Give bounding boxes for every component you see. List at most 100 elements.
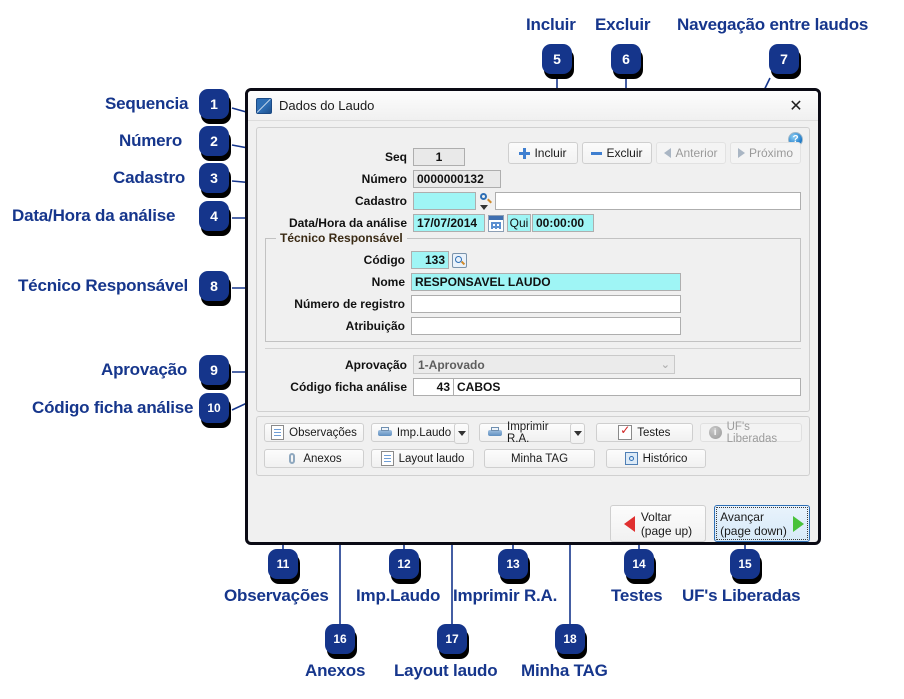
app-icon [256, 97, 272, 114]
voltar-label: Voltar [640, 509, 672, 524]
nome-label: Nome [371, 275, 405, 289]
actions-row-2: Anexos Layout laudo Minha TAG Histórico [264, 449, 802, 468]
imprimir-ra-button[interactable]: Imprimir R.A. [479, 421, 574, 445]
codigo-label: Código [363, 253, 405, 267]
callout-badge-1: 1 [199, 89, 229, 119]
callout-badge-12: 12 [389, 549, 419, 579]
cadastro-field[interactable] [413, 192, 476, 210]
actions-panel: Observações Imp.Laudo Imprimir R.A. [256, 416, 810, 476]
callout-label-9: Aprovação [101, 360, 188, 379]
arrow-left-icon [664, 148, 672, 158]
layout-laudo-label: Layout laudo [398, 452, 465, 465]
observacoes-label: Observações [289, 426, 357, 439]
numero-registro-label: Número de registro [294, 297, 405, 311]
callout-label-8: Técnico Responsável [18, 276, 189, 295]
numero-registro-field[interactable] [411, 295, 681, 313]
codigo-ficha-label: Código ficha análise [290, 380, 407, 394]
proximo-button[interactable]: Próximo [729, 142, 801, 164]
observacoes-button[interactable]: Observações [264, 423, 364, 442]
anterior-button[interactable]: Anterior [655, 142, 726, 164]
dialog-title: Dados do Laudo [279, 98, 375, 113]
callout-label-6: Excluir [595, 15, 651, 34]
cadastro-description-field[interactable] [495, 192, 801, 210]
seq-field[interactable]: 1 [413, 148, 465, 166]
aprovacao-select[interactable]: 1-Aprovado ⌄ [413, 355, 675, 374]
callout-label-2: Número [119, 131, 183, 150]
plus-icon [519, 147, 531, 159]
callout-label-15: UF's Liberadas [682, 586, 801, 605]
numero-field[interactable]: 0000000132 [413, 170, 501, 188]
document-icon [380, 451, 394, 466]
callout-badge-14: 14 [624, 549, 654, 579]
callout-badge-11: 11 [268, 549, 298, 579]
testes-label: Testes [637, 426, 671, 439]
callout-label-14: Testes [611, 586, 663, 605]
nome-field[interactable]: RESPONSAVEL LAUDO [411, 273, 681, 291]
dialog-titlebar[interactable]: Dados do Laudo ✕ [248, 91, 818, 121]
dialog-body: ? Incluir Excluir Anterior Próximo [248, 121, 818, 542]
arrow-right-icon [737, 148, 745, 158]
incluir-label: Incluir [534, 146, 567, 160]
calendar-icon[interactable] [488, 214, 504, 232]
excluir-button[interactable]: Excluir [581, 142, 652, 164]
hora-field[interactable]: 00:00:00 [532, 214, 594, 232]
atribuicao-field[interactable] [411, 317, 681, 335]
search-icon[interactable] [479, 192, 492, 205]
data-field[interactable]: 17/07/2014 [413, 214, 485, 232]
callout-badge-15: 15 [730, 549, 760, 579]
chevron-down-icon [457, 431, 466, 436]
info-icon: i [708, 426, 722, 439]
main-panel: ? Incluir Excluir Anterior Próximo [256, 127, 810, 412]
callout-badge-7: 7 [769, 44, 799, 74]
aprovacao-label: Aprovação [344, 357, 407, 372]
codigo-ficha-desc[interactable]: CABOS [454, 378, 801, 396]
codigo-field[interactable]: 133 [411, 251, 449, 269]
lookup-icon[interactable] [452, 252, 467, 268]
numero-label: Número [361, 172, 407, 186]
voltar-hint: (page up) [640, 523, 693, 538]
aprovacao-value: 1-Aprovado [418, 357, 485, 372]
callout-label-12: Imp.Laudo [356, 586, 441, 605]
callout-badge-16: 16 [325, 624, 355, 654]
testes-button[interactable]: Testes [596, 423, 693, 442]
callout-label-3: Cadastro [113, 168, 186, 187]
imprimir-ra-dropdown[interactable] [570, 423, 585, 444]
imp-laudo-button[interactable]: Imp.Laudo [371, 423, 458, 442]
historico-button[interactable]: Histórico [606, 449, 706, 468]
callout-badge-9: 9 [199, 355, 229, 385]
anexos-button[interactable]: Anexos [264, 449, 364, 468]
callout-badge-17: 17 [437, 624, 467, 654]
cadastro-label: Cadastro [354, 194, 407, 208]
minha-tag-button[interactable]: Minha TAG [484, 449, 595, 468]
printer-icon [488, 427, 502, 438]
chevron-down-icon[interactable] [480, 205, 488, 210]
weekday-field: Qui [507, 214, 531, 232]
record-toolbar: Incluir Excluir Anterior Próximo [507, 142, 801, 164]
arrow-left-red-icon [623, 515, 635, 532]
actions-row-1: Observações Imp.Laudo Imprimir R.A. [264, 420, 802, 445]
chevron-down-icon: ⌄ [660, 359, 670, 371]
callout-label-1: Sequencia [105, 94, 189, 113]
voltar-button[interactable]: Voltar (page up) [610, 505, 706, 542]
imp-laudo-dropdown[interactable] [454, 423, 469, 444]
callout-label-10: Código ficha análise [32, 398, 194, 417]
anexos-label: Anexos [303, 452, 342, 465]
history-icon [624, 452, 638, 465]
chevron-down-icon [573, 431, 582, 436]
callout-label-18: Minha TAG [521, 661, 608, 680]
incluir-button[interactable]: Incluir [507, 142, 578, 164]
dialog-footer: Voltar (page up) Avançar (page down) [610, 505, 810, 542]
callout-badge-3: 3 [199, 163, 229, 193]
callout-badge-4: 4 [199, 201, 229, 231]
ufs-liberadas-label: UF's Liberadas [726, 420, 778, 445]
ufs-liberadas-button[interactable]: i UF's Liberadas [699, 420, 802, 445]
callout-label-4: Data/Hora da análise [12, 206, 176, 225]
tecnico-responsavel-group: Técnico Responsável Código 133 Nome RESP… [265, 231, 801, 342]
close-icon[interactable]: ✕ [789, 97, 803, 115]
codigo-ficha-field[interactable]: 43 [413, 378, 454, 396]
proximo-label: Próximo [748, 146, 793, 160]
divider [265, 348, 801, 349]
layout-laudo-button[interactable]: Layout laudo [371, 449, 474, 468]
avancar-button[interactable]: Avançar (page down) [714, 505, 810, 542]
callout-badge-2: 2 [199, 126, 229, 156]
